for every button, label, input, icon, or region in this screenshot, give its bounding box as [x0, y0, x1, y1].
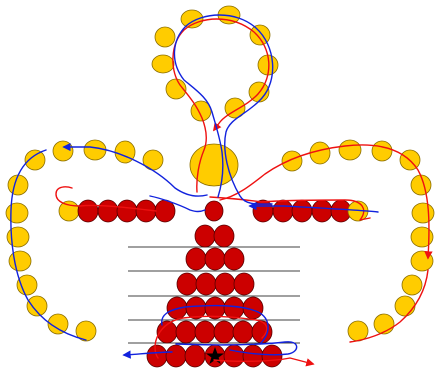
red-bead	[233, 272, 255, 296]
red-bead	[242, 344, 264, 368]
yellow-bead	[6, 226, 30, 248]
blue-thread-path	[10, 149, 87, 341]
yellow-bead	[5, 202, 29, 224]
red-bead	[166, 296, 188, 320]
yellow-bead	[58, 200, 80, 222]
red-bead	[223, 247, 245, 271]
yellow-bead	[373, 313, 395, 335]
yellow-bead	[16, 274, 38, 296]
blue-thread	[10, 14, 379, 359]
red-thread-path	[349, 269, 429, 343]
red-bead	[213, 320, 235, 344]
red-bead	[175, 320, 197, 344]
red-bead	[77, 199, 99, 223]
yellow-bead	[410, 226, 434, 248]
red-bead	[214, 272, 236, 296]
red-bead	[185, 296, 207, 320]
red-bead	[204, 247, 226, 271]
yellow-bead	[401, 274, 423, 296]
yellow-bead	[410, 250, 434, 272]
yellow-bead	[154, 26, 176, 48]
yellow-bead	[151, 54, 175, 74]
left-arm	[58, 199, 176, 223]
yellow-bead	[180, 9, 204, 29]
red-bead	[223, 344, 245, 368]
red-bead	[185, 247, 207, 271]
yellow-bead	[371, 140, 393, 162]
red-bead	[184, 344, 206, 368]
red-bead	[261, 344, 283, 368]
yellow-bead	[24, 149, 46, 171]
yellow-bead	[411, 202, 435, 224]
red-bead	[204, 200, 224, 222]
yellow-bead	[26, 295, 48, 317]
red-bead	[97, 199, 119, 223]
red-bead	[194, 320, 216, 344]
red-bead	[116, 199, 138, 223]
yellow-bead	[47, 313, 69, 335]
yellow-bead	[75, 320, 97, 342]
blue-thread-path	[161, 304, 269, 345]
red-bead	[176, 272, 198, 296]
red-bead	[272, 199, 294, 223]
red-thread-path	[154, 315, 268, 359]
yellow-bead	[8, 250, 32, 272]
red-bead	[154, 199, 176, 223]
blue-thread-path	[248, 201, 379, 213]
red-bead	[291, 199, 313, 223]
yellow-bead	[52, 140, 74, 162]
yellow-bead	[338, 139, 362, 161]
red-thread	[55, 18, 433, 367]
red-thread-path	[209, 196, 371, 221]
red-bead	[311, 199, 333, 223]
blue-thread-path	[62, 142, 208, 197]
blue-thread-path	[149, 195, 206, 213]
red-bead	[194, 224, 216, 248]
yellow-bead	[394, 295, 416, 317]
guide-lines	[128, 246, 300, 344]
yellow-bead	[347, 320, 369, 342]
red-bead	[165, 344, 187, 368]
red-thread-path	[55, 186, 157, 212]
red-thread-path	[213, 357, 315, 367]
red-bead	[213, 224, 235, 248]
yellow-bead	[309, 141, 331, 165]
left-outer-loop	[5, 139, 164, 342]
red-bead	[251, 320, 273, 344]
red-thread-path	[219, 144, 433, 260]
blue-thread-path	[175, 341, 298, 356]
start-star-icon	[206, 347, 224, 364]
red-bead	[232, 320, 254, 344]
right-arm	[252, 199, 369, 223]
blue-thread-path	[173, 14, 274, 205]
red-bead	[195, 272, 217, 296]
yellow-bead	[83, 139, 107, 161]
yellow-bead	[7, 174, 29, 196]
yellow-bead	[281, 150, 303, 172]
top-loop	[151, 5, 279, 122]
blue-thread-path	[122, 350, 173, 359]
